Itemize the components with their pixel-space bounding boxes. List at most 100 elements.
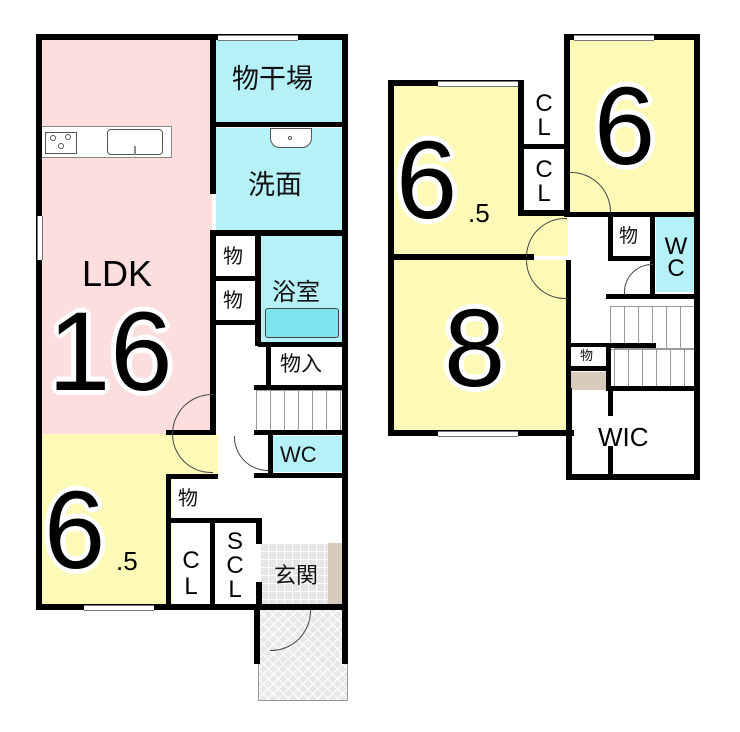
wall [608, 256, 652, 261]
wall [210, 230, 348, 236]
door[interactable] [234, 436, 269, 471]
toilet-letter-w: W [664, 233, 688, 260]
toilet-label: WC [280, 442, 317, 467]
wall [606, 386, 700, 391]
window [37, 216, 43, 260]
bedroom-a-room [392, 84, 522, 256]
wall [608, 446, 613, 478]
closet-2-label: C L [524, 158, 564, 206]
entrance-floor [260, 543, 328, 605]
wall [216, 320, 258, 325]
wall [256, 582, 262, 608]
ldk-room [40, 38, 212, 434]
closet-letter-l: L [184, 573, 198, 600]
wall [568, 343, 610, 347]
closet-letter-c: C [535, 156, 553, 183]
wall [566, 260, 571, 390]
wall [268, 432, 273, 476]
closet-letter-l: L [537, 114, 551, 141]
window [84, 605, 154, 611]
wall [694, 34, 700, 480]
shoe-closet-label: S C L [215, 530, 255, 602]
shoe-closet-letter-c: C [226, 552, 244, 579]
wall [342, 34, 348, 664]
bedroom-b-size: 6 [594, 65, 656, 188]
wic-label: WIC [598, 422, 649, 452]
closet-letter-c: C [535, 90, 553, 117]
bedroom-1f [40, 434, 172, 606]
wall [254, 430, 348, 435]
wall [266, 345, 271, 387]
toilet-letter-c: C [667, 255, 685, 282]
storage-label: 物 [619, 225, 639, 247]
wall [564, 212, 700, 217]
faucet-icon [134, 146, 136, 155]
wall [166, 474, 171, 608]
ldk-label: LDK [82, 253, 153, 294]
wall [216, 276, 258, 281]
wall [518, 144, 568, 149]
door[interactable] [624, 264, 653, 295]
wall [216, 122, 344, 127]
wall [566, 388, 572, 480]
wall [608, 390, 613, 416]
shoe-closet-letter-l: L [228, 576, 242, 603]
window [438, 431, 518, 437]
wall [36, 34, 42, 610]
bathroom-label: 浴室 [272, 278, 320, 306]
drying-area-room [216, 38, 344, 124]
storage-closet-label: 物入 [280, 352, 322, 376]
bedroom-a-fraction: .5 [468, 198, 490, 228]
staircase-1f[interactable] [256, 390, 344, 432]
wall [254, 385, 348, 390]
wall [258, 342, 348, 347]
closet-1-label: C L [524, 92, 564, 140]
burner-icon [58, 143, 64, 149]
wall [254, 473, 348, 478]
wall [606, 343, 611, 391]
bedroom-1f-size: 6 [44, 469, 106, 592]
closet-label: C L [172, 548, 210, 600]
wall [256, 518, 262, 544]
closet-letter-c: C [182, 547, 200, 574]
wall [36, 34, 348, 40]
storage-label: 物 [580, 349, 594, 364]
staircase-2f[interactable] [610, 306, 696, 350]
ldk-size: 16 [48, 289, 173, 414]
toilet-2f-room [656, 216, 696, 292]
bathtub-icon [265, 308, 339, 338]
staircase-2f-lower[interactable] [614, 348, 696, 390]
entrance-label: 玄関 [274, 564, 319, 589]
storage-label: 物 [223, 288, 243, 312]
drain-icon [288, 136, 292, 140]
wall [608, 214, 613, 260]
shoe-closet-letter-s: S [226, 528, 243, 555]
wall [568, 366, 610, 371]
bedroom-c-size: 8 [444, 287, 506, 410]
hall-step [570, 372, 606, 390]
wall [388, 254, 534, 260]
wall [650, 214, 655, 296]
storage-label: 物 [178, 486, 198, 510]
window [574, 35, 654, 41]
wall [255, 230, 261, 346]
wall [210, 34, 216, 194]
window [218, 35, 298, 41]
wall [210, 230, 216, 430]
washroom-label: 洗面 [248, 170, 302, 201]
bedroom-a-size: 6 [396, 119, 458, 242]
entrance-step [328, 543, 344, 605]
wall [210, 518, 215, 608]
toilet-2f-label: W C [656, 233, 696, 282]
storage-label: 物 [223, 244, 243, 268]
burner-icon [50, 135, 56, 141]
bedroom-1f-fraction: .5 [116, 546, 138, 576]
wall [610, 343, 656, 348]
wall [254, 604, 348, 610]
wall [254, 604, 260, 664]
toilet-1f-room [273, 436, 344, 472]
burner-icon [65, 134, 71, 140]
drying-area-label: 物干場 [232, 64, 313, 95]
wall [166, 474, 218, 479]
wall [606, 294, 700, 299]
